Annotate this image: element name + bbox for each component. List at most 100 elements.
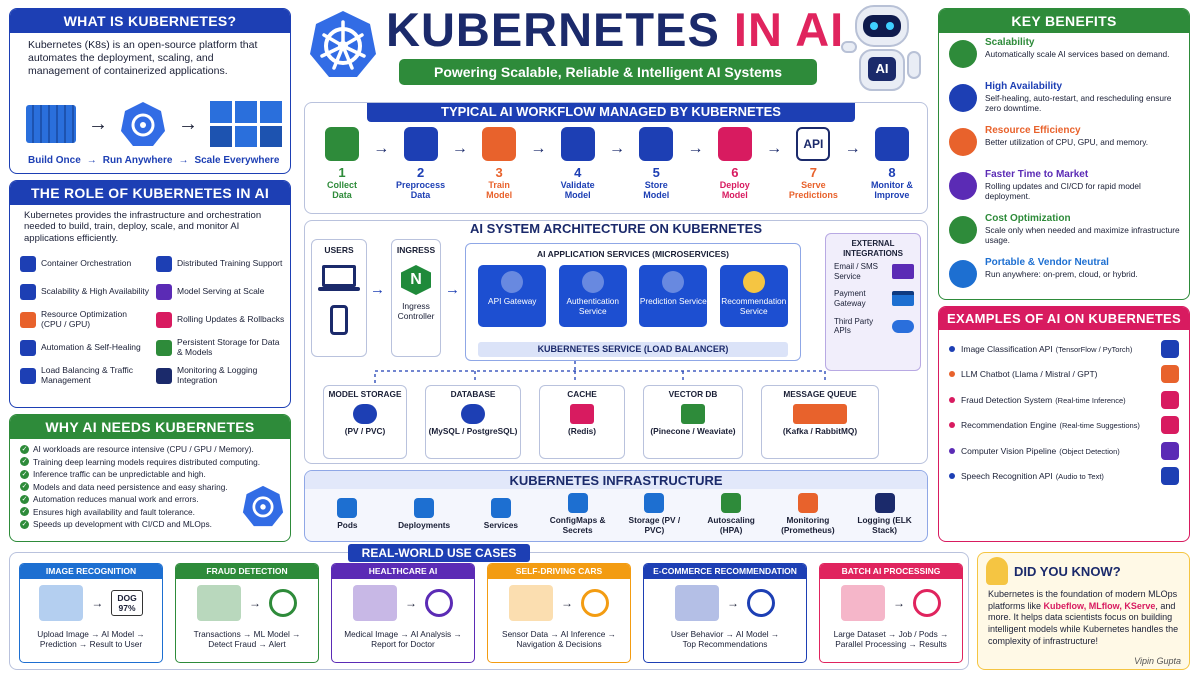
did-you-know-highlight: Kubeflow, MLflow, KServe [1043, 600, 1156, 611]
bullet-dot-icon [949, 345, 955, 352]
role-item-label: Monitoring & Logging Integration [177, 365, 258, 385]
gear-icon [20, 340, 36, 356]
use-case-line2: Prediction → Result to User [39, 639, 143, 650]
shield-lock-icon [581, 271, 604, 293]
benefit-text: Scale only when needed and maximize infr… [985, 225, 1180, 246]
cloud-icon [949, 260, 977, 288]
why-item: ✓ AI workloads are resource intensive (CP… [20, 443, 260, 456]
container-orchestration-icon [20, 256, 36, 272]
use-case-title: FRAUD DETECTION [176, 564, 318, 579]
benefit-title: High Availability [985, 81, 1063, 92]
role-item: Monitoring & Logging Integration [156, 365, 286, 387]
service-card: API Gateway [478, 265, 547, 327]
storage-sub: (Kafka / RabbitMQ) [782, 425, 858, 436]
did-you-know-heading: DID YOU KNOW? [1014, 563, 1121, 579]
result-icon [913, 589, 941, 617]
network-icon [501, 271, 524, 293]
services-box: AI APPLICATION SERVICES (MICROSERVICES) … [465, 243, 801, 361]
users-box: USERS [311, 239, 367, 357]
example-name: Image Classification API [961, 343, 1053, 354]
containers-grid-icon [210, 101, 282, 147]
storage-card: CACHE(Redis) [539, 385, 625, 459]
title-kubernetes: KUBERNETES [386, 3, 720, 56]
infrastructure-item: Logging (ELK Stack) [850, 493, 920, 535]
storage-row: MODEL STORAGE(PV / PVC)DATABASE(MySQL / … [323, 385, 879, 459]
infrastructure-label: Deployments [398, 519, 451, 530]
check-icon: ✓ [20, 444, 29, 454]
shopper-icon [675, 585, 719, 621]
users-label: USERS [324, 245, 354, 255]
workflow-step-number: 6 [731, 165, 739, 180]
services-row: API Gateway Authentication Service Predict… [466, 265, 800, 327]
workflow-step-line2: Data [410, 190, 431, 200]
image-icon [1161, 339, 1179, 358]
benefits-heading: KEY BENEFITS [939, 9, 1189, 33]
checklist-icon [560, 127, 595, 161]
arrow-right-icon: → [893, 596, 905, 610]
cube-icon [717, 127, 752, 161]
bullet-dot-icon [949, 422, 955, 429]
role-item-label: Scalability & High Availability [41, 286, 150, 297]
service-label: Recommendation Service [721, 296, 787, 316]
benefit-text: Run anywhere: on-prem, cloud, or hybrid. [985, 269, 1138, 279]
workflow-step-line2: Improve [874, 190, 910, 200]
example-name: Computer Vision Pipeline [961, 445, 1057, 456]
arrow-right-icon: → [727, 596, 739, 610]
why-item: ✓Speeds up development with CI/CD and ML… [20, 518, 260, 531]
infrastructure-label: Services [483, 519, 518, 530]
examples-panel: EXAMPLES OF AI ON KUBERNETES Image Class… [938, 306, 1190, 542]
arrow-right-icon: → [608, 139, 625, 157]
database-icon [639, 127, 674, 161]
why-item: ✓Inference traffic can be unpredictable … [20, 468, 260, 481]
k8s-wheel-icon [121, 102, 165, 146]
services-icon [490, 497, 511, 518]
arrow-right-icon: → [370, 281, 385, 298]
service-label: Authentication Service [566, 296, 620, 316]
bullet-dot-icon [949, 396, 955, 403]
pods-icon [337, 497, 358, 518]
storage-title: DATABASE [450, 389, 496, 399]
example-item: Computer Vision Pipeline(Object Detectio… [949, 438, 1179, 464]
storage-connectors [374, 361, 826, 383]
example-detail: (Audio to Text) [1055, 472, 1104, 482]
infrastructure-label: Monitoring (Prometheus) [781, 515, 835, 535]
check-icon: ✓ [20, 519, 29, 529]
role-item: Container Orchestration [20, 253, 150, 275]
bullet-dot-icon [949, 447, 955, 454]
logging-icon [874, 493, 895, 513]
robot-icon: AI [838, 2, 926, 100]
service-card: Prediction Service [639, 265, 708, 327]
role-item: Load Balancing & Traffic Management [20, 365, 150, 387]
prediction-percent: 97% [118, 603, 136, 613]
use-case-card: BATCH AI PROCESSING→Large Dataset → Job … [819, 563, 963, 663]
workflow-step-line2: Predictions [788, 190, 838, 200]
star-icon [742, 271, 765, 293]
check-icon: ✓ [20, 482, 29, 492]
scalability-icon [20, 284, 36, 300]
arrow-right-icon: → [530, 139, 547, 157]
check-icon: ✓ [20, 494, 29, 504]
example-detail: (Real-time Suggestions) [1059, 421, 1140, 431]
why-item: ✓Ensures high availability and fault tol… [20, 506, 260, 519]
role-item: Model Serving at Scale [156, 281, 286, 303]
infrastructure-label: Autoscaling (HPA) [707, 515, 755, 535]
examples-heading: EXAMPLES OF AI ON KUBERNETES [939, 307, 1189, 330]
rocket-icon [949, 172, 977, 200]
why-item-text: Inference traffic can be unpredictable a… [33, 469, 206, 480]
workflow-step-number: 7 [809, 165, 817, 180]
why-item-text: AI workloads are resource intensive (CPU… [33, 444, 254, 455]
ingress-box: INGRESS N Ingress Controller [391, 239, 441, 357]
k8s-wheel-icon [242, 485, 284, 527]
network-icon [20, 368, 36, 384]
flow-build-once: Build Once [28, 155, 81, 166]
benefit-title: Resource Efficiency [985, 125, 1081, 136]
database-icon [325, 127, 359, 161]
storage-title: MODEL STORAGE [328, 389, 402, 399]
service-label: API Gateway [488, 296, 537, 306]
service-card: Authentication Service [558, 265, 627, 327]
